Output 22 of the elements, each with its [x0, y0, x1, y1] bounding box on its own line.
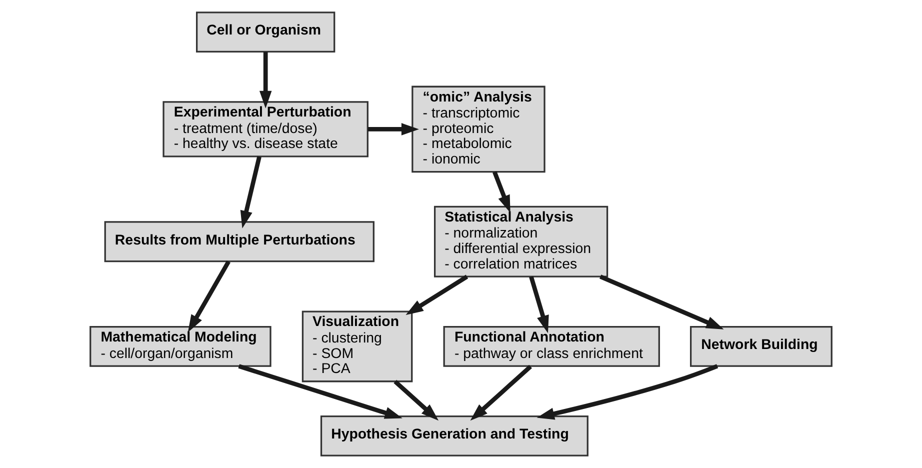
arrow — [240, 156, 262, 228]
node-box: Cell or Organism — [196, 12, 336, 52]
node-box: Experimental Perturbation - treatment (time/dose) - healthy vs. disease state — [162, 101, 368, 158]
arrow — [470, 364, 532, 421]
arrow — [529, 276, 549, 334]
arrow — [259, 52, 272, 108]
arrow — [188, 260, 230, 332]
arrow — [406, 274, 468, 315]
node-box: Hypothesis Generation and Testing — [320, 416, 588, 456]
arrow — [394, 380, 439, 421]
arrow — [238, 364, 402, 419]
node-box: Mathematical Modeling - cell/organ/organism — [90, 326, 272, 367]
node-box: “omic” Analysis - transcriptomic - proteomic - metabolomic - ionomic — [412, 86, 546, 173]
node-box: Network Building — [690, 326, 832, 367]
arrow — [600, 274, 724, 330]
arrow — [492, 171, 510, 213]
node-box: Statistical Analysis - normalization - differential expression - correlation matrices — [434, 206, 608, 278]
node-box: Functional Annotation - pathway or class enrichment — [443, 326, 660, 367]
arrow — [368, 123, 419, 136]
node-box: Results from Multiple Perturbations — [104, 221, 374, 262]
node-box: Visualization - clustering - SOM - PCA — [302, 310, 413, 382]
arrow — [536, 364, 718, 420]
